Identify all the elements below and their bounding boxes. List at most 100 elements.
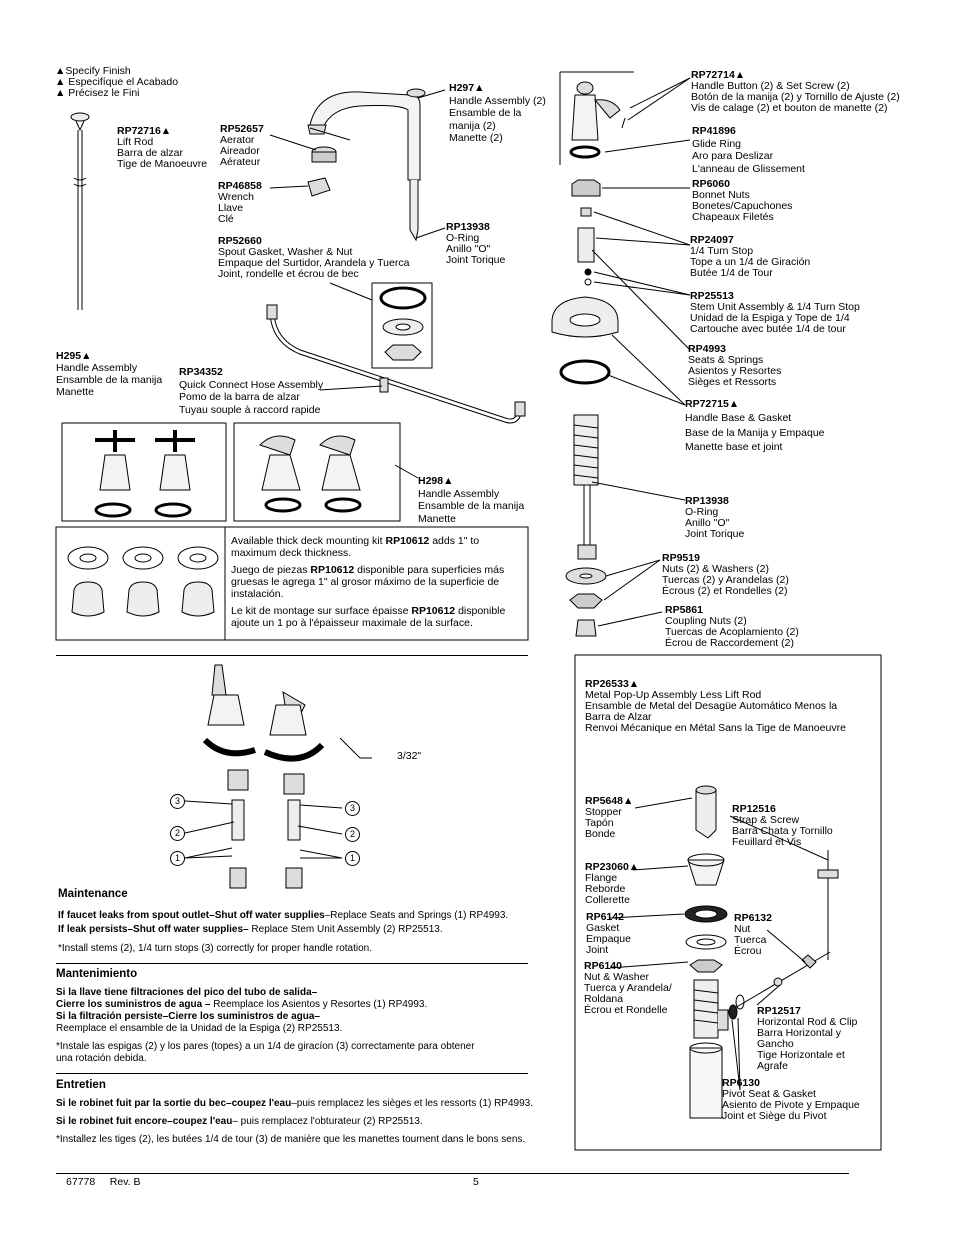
part-code: RP34352 (179, 366, 223, 378)
legend-line: ▲ Especifíque el Acabado (55, 76, 179, 88)
part-desc: Stem Unit Assembly & 1/4 Turn Stop (690, 301, 860, 313)
maintenance-heading-fr: Entretien (56, 1079, 106, 1091)
cross-handles-drawing (61, 422, 227, 522)
part-desc: Botón de la manija (2) y Tornillo de Aju… (691, 91, 900, 103)
part-desc: Handle Base & Gasket (685, 411, 792, 424)
part-rp23060: RP23060▲ Flange Reborde Collerette (585, 862, 639, 906)
callout-number: 3 (345, 801, 360, 816)
part-code: RP6132 (734, 912, 772, 924)
part-code: RP12517 (757, 1005, 801, 1017)
maintenance-es-line: Si la llave tiene filtraciones del pico … (56, 987, 318, 998)
part-desc: Cartouche avec butée 1/4 de tour (690, 323, 846, 335)
part-desc: Joint et Siège du Pivot (722, 1110, 827, 1122)
part-code: RP5861 (665, 604, 703, 616)
maintenance-fr-line: Si le robinet fuit encore–coupez l'eau– … (56, 1116, 423, 1127)
part-desc: Manette (56, 386, 94, 398)
callout-number: 2 (345, 827, 360, 842)
aerator-drawing (269, 134, 337, 163)
part-desc: O-Ring (446, 232, 480, 244)
part-desc: Joint (586, 944, 609, 956)
maintenance-fr-note: *Installez les tiges (2), les butées 1/4… (56, 1134, 526, 1145)
part-rp5648: RP5648▲ Stopper Tapón Bonde (585, 796, 633, 840)
part-desc: Lift Rod (117, 136, 154, 148)
wrench-drawing (269, 177, 331, 197)
part-desc: Llave (218, 202, 244, 214)
part-desc: Barra Horizontal y (757, 1027, 842, 1039)
legend-line: ▲ Précisez le Fini (55, 87, 140, 99)
part-code: RP5648▲ (585, 795, 634, 807)
part-desc: Agrafe (757, 1060, 788, 1072)
part-desc: Strap & Screw (732, 814, 800, 826)
part-code: RP26533▲ (585, 678, 640, 690)
part-desc: Handle Assembly (418, 487, 500, 500)
part-code: RP46858 (218, 180, 262, 192)
part-rp6140: RP6140 Nut & Washer Tuerca y Arandela/ R… (584, 961, 672, 1016)
maintenance-en-line: If leak persists–Shut off water supplies… (58, 924, 443, 935)
part-desc: Nut & Washer (584, 971, 649, 983)
part-rp4993: RP4993 Seats & Springs Asientos y Resort… (688, 344, 781, 388)
part-desc: Aro para Deslizar (692, 150, 774, 162)
deck-kit-drawing (55, 526, 529, 641)
maintenance-es-line: Reemplace el ensamble de la Unidad de la… (56, 1023, 343, 1034)
deck-kit-notes: Available thick deck mounting kit RP1061… (231, 535, 523, 629)
part-desc: Base de la Manija y Empaque (685, 427, 825, 439)
part-code: RP13938 (685, 495, 729, 507)
part-desc: Handle Button (2) & Set Screw (2) (691, 80, 850, 92)
section-divider (56, 655, 528, 656)
part-rp72714: RP72714▲ Handle Button (2) & Set Screw (… (691, 70, 900, 114)
part-desc: Pomo de la barra de alzar (179, 391, 300, 403)
part-desc: Écrous (2) et Rondelles (2) (662, 585, 788, 597)
part-rp6142: RP6142 Gasket Empaque Joint (586, 912, 631, 956)
callout-number: 2 (170, 826, 185, 841)
part-desc: Tuyau souple à raccord rapide (179, 403, 321, 416)
part-desc: Écrou (734, 945, 762, 957)
page-number: 5 (473, 1176, 479, 1188)
part-desc: Barra de alzar (117, 147, 183, 159)
maintenance-es-note: *Instale las espigas (2) y los pares (to… (56, 1041, 475, 1064)
part-desc: Spout Gasket, Washer & Nut (218, 246, 353, 258)
part-desc: Manette base et joint (685, 440, 783, 453)
part-desc: Ensamble de la manija (418, 500, 525, 512)
maintenance-en-text: If faucet leaks from spout outlet–Shut o… (58, 910, 528, 955)
spout-gasket-stack (329, 282, 433, 369)
part-rp72716: RP72716▲ Lift Rod Barra de alzar Tige de… (117, 126, 207, 170)
maintenance-fr-text: Si le robinet fuit par la sortie du bec–… (56, 1098, 536, 1146)
part-desc: Quick Connect Hose Assembly (179, 378, 324, 391)
part-desc: Gasket (586, 922, 620, 934)
maintenance-heading-en: Maintenance (58, 888, 128, 900)
part-h295: H295▲ Handle Assembly Ensamble de la man… (56, 350, 162, 398)
part-code: RP23060▲ (585, 861, 640, 873)
part-rp12517: RP12517 Horizontal Rod & Clip Barra Hori… (757, 1006, 857, 1072)
part-desc: Handle Assembly (2) (449, 94, 546, 107)
part-desc: Wrench (218, 191, 254, 203)
part-rp46858: RP46858 Wrench Llave Clé (218, 181, 262, 225)
part-code: RP41896 (692, 125, 736, 137)
maintenance-en-line: If faucet leaks from spout outlet–Shut o… (58, 910, 509, 921)
maintenance-es-line: Cierre los suministros de agua – Reempla… (56, 999, 428, 1010)
part-rp26533: RP26533▲ Metal Pop-Up Assembly Less Lift… (585, 679, 846, 734)
document-number: 67778 Rev. B (66, 1176, 141, 1188)
part-rp41896: RP41896 Glide Ring Aro para Deslizar L'a… (692, 125, 805, 175)
part-rp25513: RP25513 Stem Unit Assembly & 1/4 Turn St… (690, 291, 860, 335)
section-divider (56, 1073, 528, 1074)
part-rp5861: RP5861 Coupling Nuts (2) Tuercas de Acop… (665, 605, 799, 649)
part-rp72715: RP72715▲ Handle Base & Gasket Base de la… (685, 398, 825, 454)
part-rp6060: RP6060 Bonnet Nuts Bonetes/Capuchones Ch… (692, 179, 792, 223)
part-desc: Manette (418, 512, 456, 525)
part-code: H298▲ (418, 475, 454, 487)
quick-connect-hose-drawing (266, 304, 526, 424)
part-rp24097: RP24097 1/4 Turn Stop Tope a un 1/4 de G… (690, 235, 810, 279)
part-desc: Tuercas de Acoplamiento (2) (665, 626, 799, 638)
part-desc: Gancho (757, 1038, 794, 1050)
spout-drawing (307, 88, 446, 242)
part-desc: Tapón (585, 817, 614, 829)
legend-line: ▲Specify Finish (55, 65, 131, 77)
part-desc: Seats & Springs (688, 354, 764, 366)
part-desc: Feuillard et Vis (732, 836, 802, 848)
part-desc: Pivot Seat & Gasket (722, 1088, 816, 1100)
part-code: RP25513 (690, 290, 734, 302)
part-h297: H297▲ Handle Assembly (2) Ensamble de la… (449, 82, 546, 145)
part-rp12516: RP12516 Strap & Screw Barra Chata y Torn… (732, 804, 833, 848)
lift-rod-drawing (70, 112, 90, 310)
